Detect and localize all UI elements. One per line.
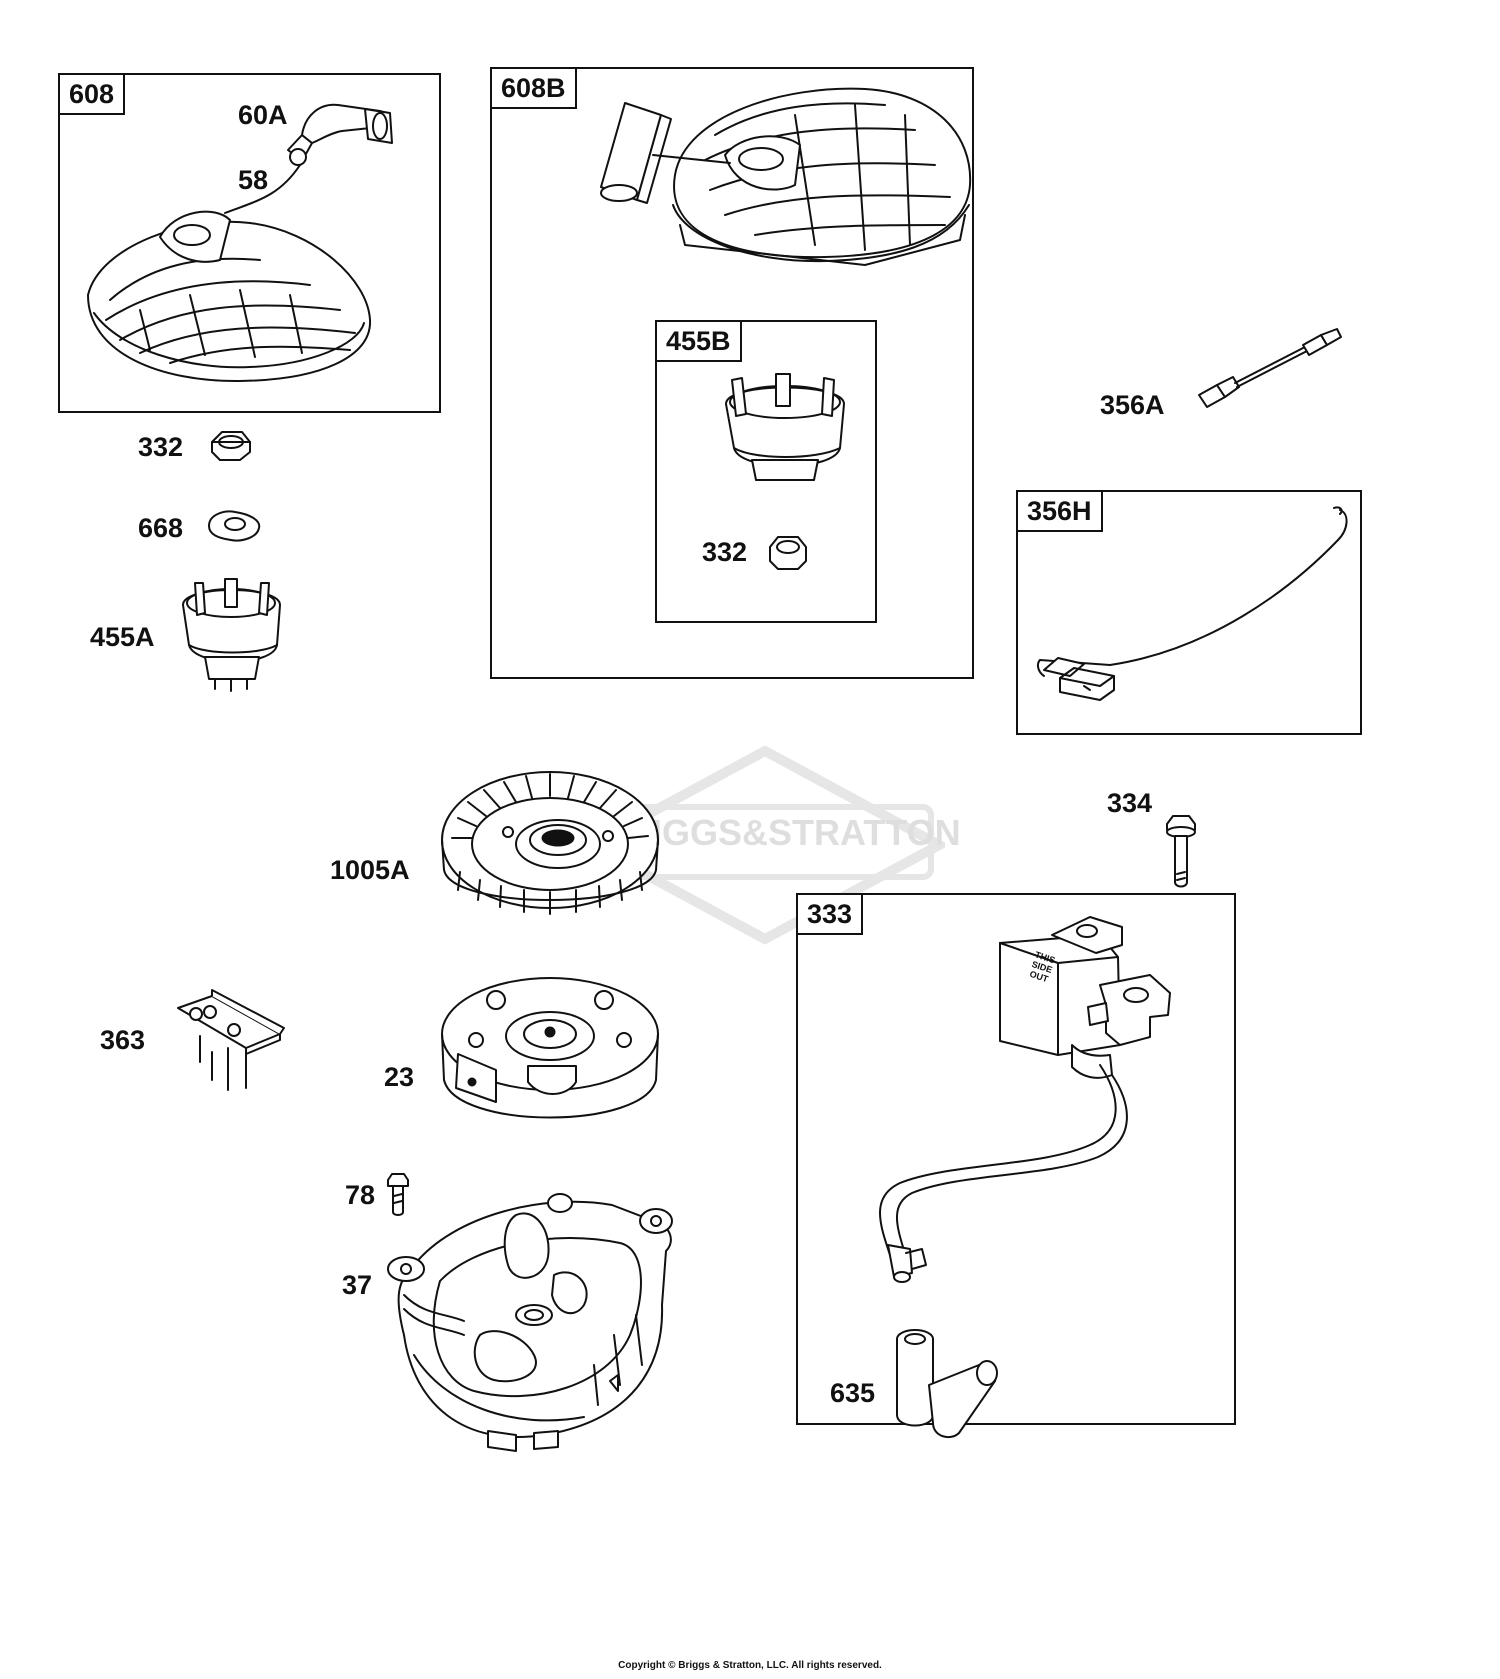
part-label-332-in-455B: 332 bbox=[702, 537, 748, 567]
bolt-334-icon bbox=[1163, 812, 1199, 892]
kill-wire-356H-illustration bbox=[1030, 500, 1360, 730]
box-608B-tag: 608B bbox=[492, 69, 577, 109]
fan-retainer-23-illustration bbox=[436, 970, 666, 1135]
spark-plug-boot-635-illustration bbox=[895, 1325, 1005, 1445]
part-label-356A: 356A bbox=[1100, 390, 1165, 420]
part-label-23: 23 bbox=[384, 1062, 415, 1092]
part-label-1005A: 1005A bbox=[330, 855, 410, 885]
ground-wire-356A-illustration bbox=[1195, 325, 1345, 415]
box-333: 333 bbox=[796, 893, 1236, 1425]
starter-cup-455B-illustration bbox=[720, 368, 850, 488]
flywheel-1005A-illustration bbox=[438, 760, 663, 940]
box-455B: 455B bbox=[655, 320, 877, 623]
box-356H-tag: 356H bbox=[1018, 492, 1103, 532]
copyright-notice: Copyright © Briggs & Stratton, LLC. All … bbox=[618, 1660, 882, 1671]
part-label-332: 332 bbox=[138, 432, 184, 462]
hex-nut-icon bbox=[208, 428, 254, 464]
starter-cup-455A-illustration bbox=[175, 575, 290, 695]
watermark-text: BRIGGS&STRATTON bbox=[600, 812, 961, 853]
box-608B: 608B bbox=[490, 67, 974, 679]
box-608-tag: 608 bbox=[60, 75, 126, 115]
blower-housing-37-illustration bbox=[384, 1185, 686, 1450]
part-label-334: 334 bbox=[1107, 788, 1153, 818]
box-608: 608 bbox=[58, 73, 441, 413]
screw-78-icon bbox=[386, 1172, 410, 1218]
box-455B-tag: 455B bbox=[657, 322, 742, 362]
part-label-78: 78 bbox=[345, 1180, 376, 1210]
ignition-coil-333-illustration bbox=[850, 905, 1230, 1285]
box-356H: 356H bbox=[1016, 490, 1362, 735]
part-label-58: 58 bbox=[238, 165, 269, 195]
box-333-tag: 333 bbox=[798, 895, 864, 935]
bracket-363-illustration bbox=[172, 990, 287, 1100]
rewind-starter-608B-illustration bbox=[565, 75, 985, 275]
part-label-668: 668 bbox=[138, 513, 184, 543]
part-label-635: 635 bbox=[830, 1378, 876, 1408]
hex-nut-icon bbox=[766, 533, 810, 573]
rewind-starter-608-illustration bbox=[80, 95, 380, 395]
part-label-455A: 455A bbox=[90, 622, 155, 652]
washer-icon bbox=[205, 506, 263, 544]
part-label-363: 363 bbox=[100, 1025, 146, 1055]
part-label-37: 37 bbox=[342, 1270, 373, 1300]
part-label-60A: 60A bbox=[238, 100, 288, 130]
